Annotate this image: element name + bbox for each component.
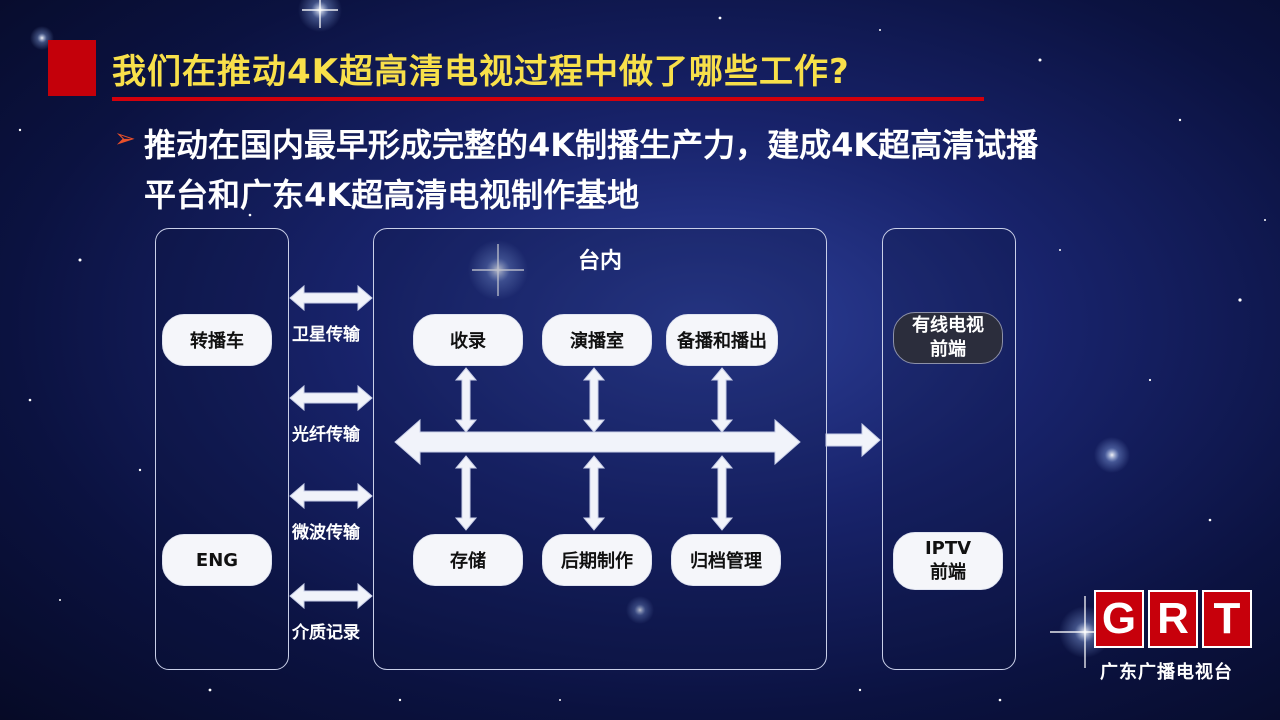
node-cable-line2: 前端 xyxy=(930,339,966,360)
node-playout-label: 备播和播出 xyxy=(677,331,767,352)
logo-letter-t: T xyxy=(1202,590,1252,648)
title-accent-square xyxy=(48,40,96,96)
node-iptv-line2: 前端 xyxy=(929,562,966,583)
node-iptv-headend: IPTV 前端 xyxy=(893,532,1003,590)
node-ingest: 收录 xyxy=(413,314,523,366)
node-storage: 存储 xyxy=(413,534,523,586)
logo-subtitle: 广东广播电视台 xyxy=(1100,662,1233,683)
bullet-arrow-icon: ➢ xyxy=(114,124,136,154)
node-eng: ENG xyxy=(162,534,272,586)
bullet-line-1: 推动在国内最早形成完整的4K制播生产力，建成4K超高清试播 xyxy=(144,126,1039,164)
node-iptv-line1: IPTV xyxy=(924,538,972,559)
node-archive: 归档管理 xyxy=(671,534,781,586)
grt-logo: G R T xyxy=(1094,590,1252,648)
node-cable-headend: 有线电视前端 xyxy=(893,312,1003,364)
node-studio: 演播室 xyxy=(542,314,652,366)
center-panel-station: 台内 xyxy=(373,228,827,670)
center-panel-title: 台内 xyxy=(577,249,622,274)
right-panel-frontends xyxy=(882,228,1016,670)
title-underline xyxy=(112,97,984,101)
link-fiber: 光纤传输 xyxy=(292,425,360,445)
node-post-production: 后期制作 xyxy=(542,534,652,586)
link-microwave: 微波传输 xyxy=(292,523,360,543)
node-playout: 备播和播出 xyxy=(666,314,778,366)
node-ob-van: 转播车 xyxy=(162,314,272,366)
link-satellite: 卫星传输 xyxy=(292,325,360,345)
logo-letter-r: R xyxy=(1148,590,1198,648)
bullet-line-2: 平台和广东4K超高清电视制作基地 xyxy=(144,176,640,214)
link-media-recording: 介质记录 xyxy=(292,623,360,643)
slide-title: 我们在推动4K超高清电视过程中做了哪些工作? xyxy=(112,52,850,92)
logo-letter-g: G xyxy=(1094,590,1144,648)
left-panel-sources xyxy=(155,228,289,670)
node-cable-line1: 有线电视 xyxy=(912,315,984,336)
bullet-text: 推动在国内最早形成完整的4K制播生产力，建成4K超高清试播 平台和广东4K超高清… xyxy=(144,120,1224,220)
